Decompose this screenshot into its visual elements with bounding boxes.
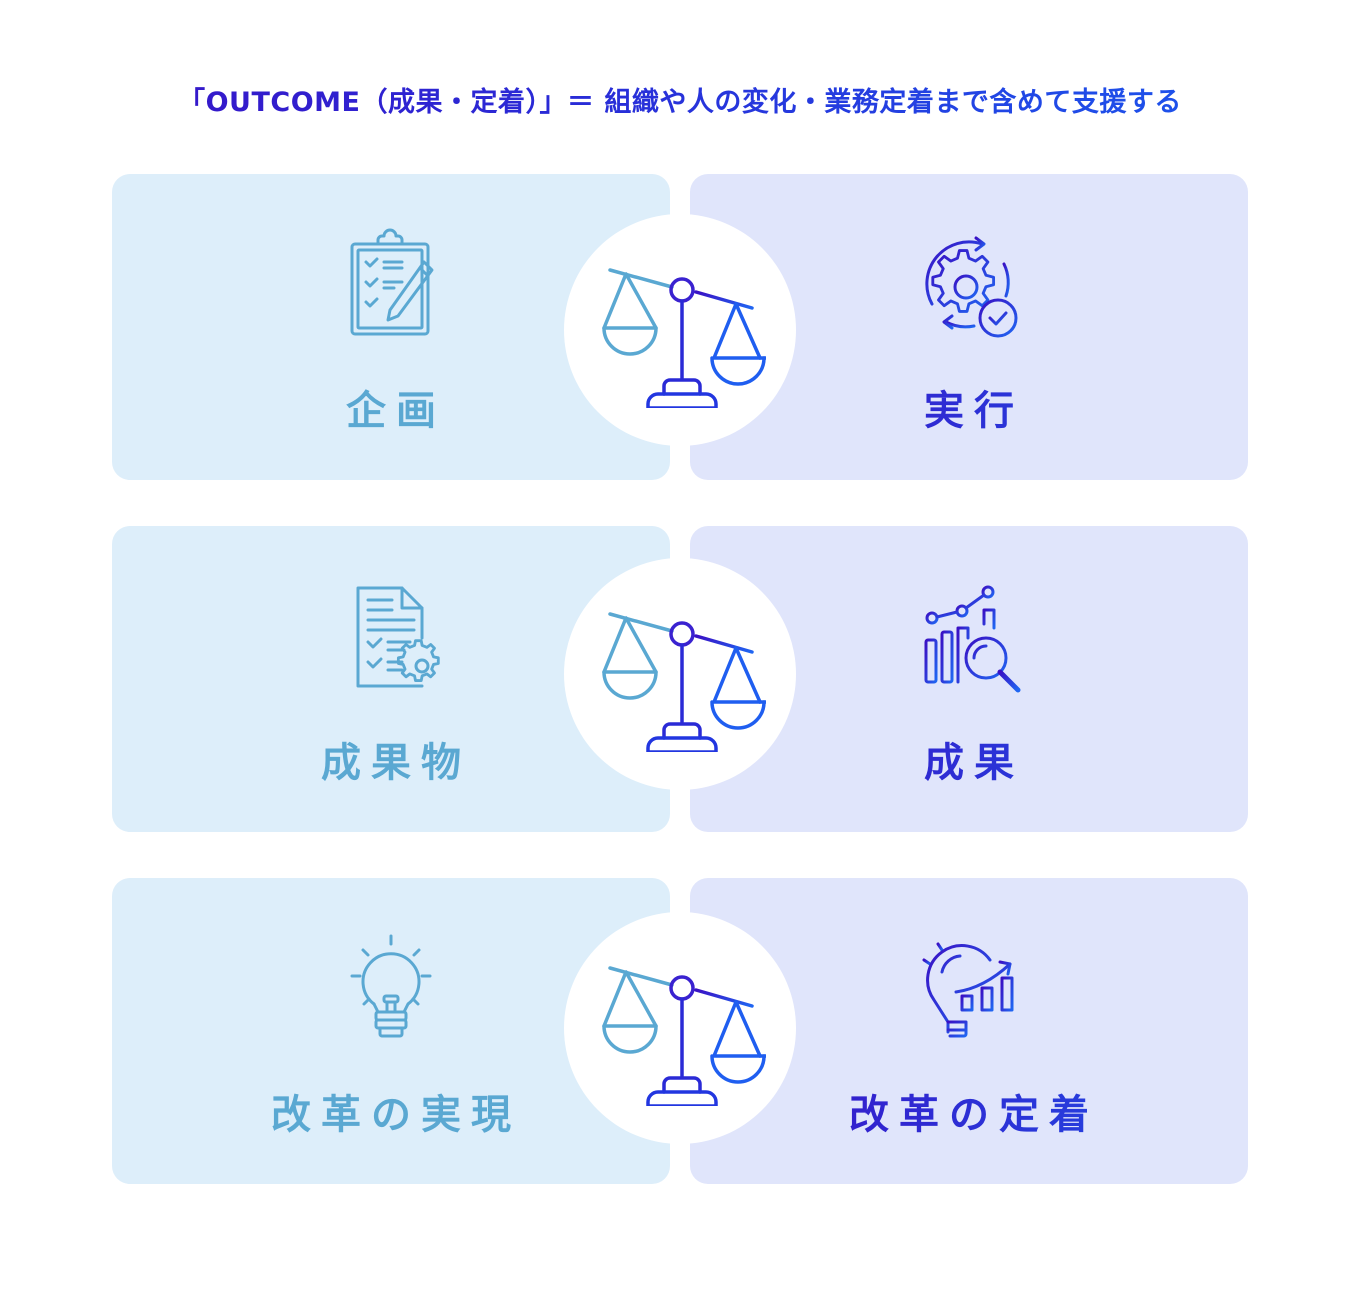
label-deliverables: 成果物 (321, 740, 471, 786)
balance-circle-1 (564, 214, 796, 446)
label-reform-establishment: 改革の定着 (690, 1082, 1248, 1140)
label-results: 成果 (690, 730, 1248, 788)
lightbulb-icon (350, 934, 432, 1038)
page-headline: 「OUTCOME（成果・定着）」＝ 組織や人の変化・業務定着まで含めて支援する (0, 80, 1360, 119)
balance-scale-icon (602, 268, 766, 408)
label-planning: 企画 (346, 388, 446, 434)
balance-scale-icon (602, 966, 766, 1106)
chart-magnifier-icon (924, 585, 1021, 693)
document-gear-icon (356, 586, 440, 688)
label-execution: 実行 (690, 378, 1248, 436)
balance-scale-icon (602, 612, 766, 752)
gear-cycle-check-icon (925, 236, 1018, 338)
panel-execution: 実行 (690, 174, 1248, 480)
label-reform-realization: 改革の実現 (271, 1092, 521, 1138)
balance-circle-3 (564, 912, 796, 1144)
lightbulb-growth-chart-icon (918, 934, 1020, 1038)
clipboard-checklist-icon (350, 228, 434, 336)
balance-circle-2 (564, 558, 796, 790)
